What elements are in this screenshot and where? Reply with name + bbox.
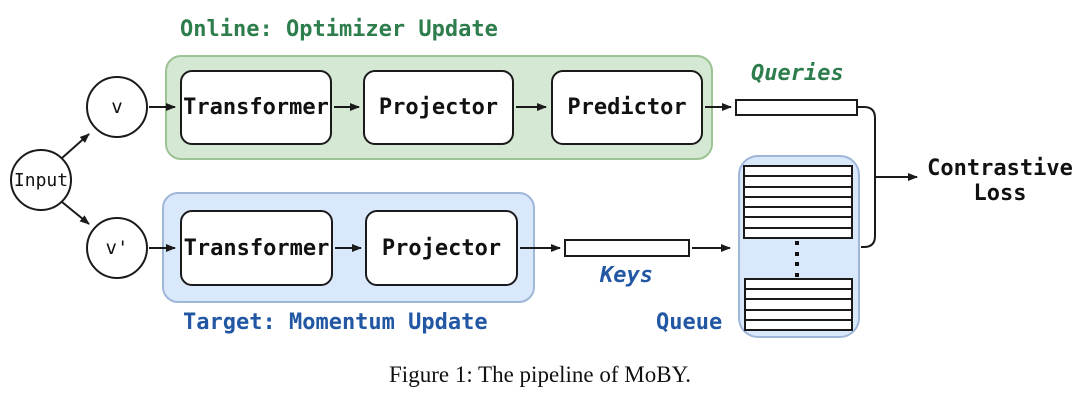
queue-label: Queue <box>656 310 723 335</box>
queries-label: Queries <box>751 61 844 86</box>
queue-row <box>745 208 851 219</box>
queue-row <box>746 321 851 329</box>
queue-row <box>746 300 851 311</box>
view-v-prime-node: v' <box>86 217 148 279</box>
target-projector-box: Projector <box>365 210 518 286</box>
arrow-input-to-v <box>61 133 90 159</box>
queue-row <box>745 198 851 209</box>
contrastive-loss-label: Contrastive Loss <box>927 156 1073 206</box>
queue-ellipsis-dots <box>794 241 799 277</box>
figure-caption: Figure 1: The pipeline of MoBY. <box>389 362 691 387</box>
view-v-node: v <box>86 76 148 138</box>
queries-embedding-bar <box>735 99 858 116</box>
online-projector-box: Projector <box>363 70 514 145</box>
online-branch-title: Online: Optimizer Update <box>180 17 498 42</box>
target-transformer-box: Transformer <box>180 210 333 286</box>
bracket-queries-queue <box>858 106 876 248</box>
keys-embedding-bar <box>564 239 690 257</box>
queue-row <box>746 280 851 291</box>
input-node: Input <box>10 149 72 211</box>
online-predictor-box: Predictor <box>551 70 703 145</box>
queue-bottom-stack <box>744 278 853 331</box>
online-transformer-box: Transformer <box>180 70 332 145</box>
queue-row <box>745 167 851 178</box>
queue-top-stack <box>743 165 853 239</box>
queue-row <box>745 177 851 188</box>
queue-row <box>746 311 851 321</box>
queue-row <box>745 229 851 237</box>
queue-row <box>746 290 851 301</box>
keys-label: Keys <box>600 263 653 288</box>
arrow-input-to-v-prime <box>61 201 90 225</box>
target-branch-title: Target: Momentum Update <box>183 310 488 335</box>
queue-row <box>745 218 851 229</box>
queue-row <box>745 188 851 198</box>
